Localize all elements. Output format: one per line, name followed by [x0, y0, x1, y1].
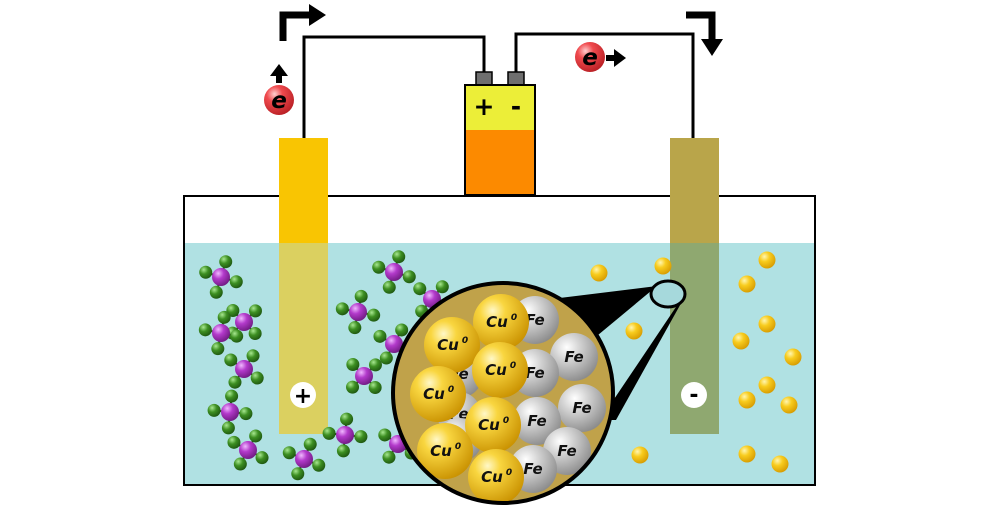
copper-complex-ion [322, 412, 368, 458]
battery-terminal-negative [507, 71, 525, 86]
copper-complex-ion [335, 289, 381, 335]
copper-complex-ion [346, 358, 382, 394]
electron-right-label: e [582, 45, 598, 71]
copper-complex-ion [282, 437, 326, 481]
battery-top [465, 85, 535, 130]
svg-text:Cu: Cu [430, 442, 452, 460]
iron-atom: Fe [558, 384, 606, 432]
cathode-sign-circle [681, 382, 707, 408]
svg-text:0: 0 [511, 313, 517, 323]
copper-particle [738, 275, 756, 293]
svg-text:Cu: Cu [437, 336, 459, 354]
magnified-particles: FeFeFeFeFeFeFeFeFeFeCu0Cu0Cu0Cu0Cu0Cu0Cu… [410, 294, 606, 503]
copper-complex-ion [199, 255, 243, 299]
copper-particle [771, 455, 789, 473]
svg-text:Cu: Cu [423, 385, 445, 403]
copper-complex-ion [207, 389, 253, 435]
anode-sign: + [294, 384, 312, 409]
wire-positive [302, 35, 486, 138]
battery-terminal-positive [475, 71, 493, 86]
battery-negative-label: - [511, 92, 521, 121]
svg-text:Fe: Fe [523, 460, 542, 478]
svg-text:Fe: Fe [564, 348, 583, 366]
copper-particle [780, 396, 798, 414]
copper-particle [631, 446, 649, 464]
svg-text:0: 0 [462, 336, 468, 346]
magnified-view: FeFeFeFeFeFeFeFeFeFeCu0Cu0Cu0Cu0Cu0Cu0Cu… [391, 281, 615, 505]
copper-particle [654, 257, 672, 275]
copper-particle [784, 348, 802, 366]
electron-right: e [575, 42, 626, 72]
copper-particle [738, 391, 756, 409]
electron-left-label: e [271, 88, 287, 114]
anode-electrode: + [279, 138, 328, 434]
svg-text:Cu: Cu [485, 361, 507, 379]
svg-text:0: 0 [448, 385, 454, 395]
circuit-wires [302, 32, 695, 138]
svg-text:Fe: Fe [572, 399, 591, 417]
copper-particle [758, 315, 776, 333]
copper-particle [732, 332, 750, 350]
magnified-spot [649, 279, 687, 309]
copper-particle [738, 445, 756, 463]
copper-complex-ion [198, 310, 244, 356]
copper-particle [590, 264, 608, 282]
svg-text:Fe: Fe [557, 442, 576, 460]
svg-text:0: 0 [455, 442, 461, 452]
svg-text:0: 0 [506, 468, 512, 478]
svg-text:Cu: Cu [481, 468, 503, 486]
iron-atom: Fe [513, 397, 561, 445]
tank-air-gap [184, 196, 815, 243]
wire-negative [514, 32, 695, 138]
cathode-electrode: - [670, 138, 719, 434]
cathode-sign: - [689, 383, 698, 408]
copper-complex-ion [372, 250, 416, 294]
copper-particle [758, 376, 776, 394]
current-arrow-right [686, 11, 723, 56]
svg-text:Fe: Fe [525, 364, 544, 382]
anode-sign-circle [290, 382, 316, 408]
current-arrow-left [279, 4, 326, 41]
copper-complex-ion [227, 429, 269, 471]
svg-text:0: 0 [510, 361, 516, 371]
battery-bottom [465, 130, 535, 195]
electron-left: e [264, 64, 294, 115]
copper-complex-ion [224, 349, 264, 389]
svg-text:Fe: Fe [527, 412, 546, 430]
svg-text:0: 0 [503, 416, 509, 426]
svg-text:Fe: Fe [525, 311, 544, 329]
copper-particle [758, 251, 776, 269]
svg-text:Cu: Cu [478, 416, 500, 434]
copper-particle [625, 322, 643, 340]
battery: + - [464, 71, 536, 196]
svg-text:Cu: Cu [486, 313, 508, 331]
battery-positive-label: + [474, 92, 495, 121]
iron-atom: Fe [550, 333, 598, 381]
